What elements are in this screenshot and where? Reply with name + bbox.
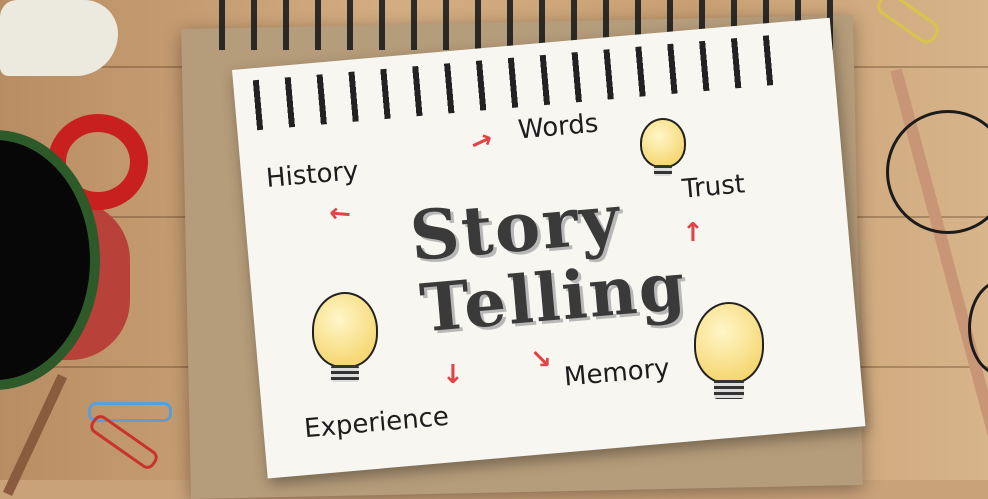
arrow-to-trust-icon: ↑ bbox=[682, 218, 704, 248]
lightbulb-icon-left bbox=[312, 292, 378, 382]
lightbulb-icon-right bbox=[694, 302, 764, 400]
arrow-to-memory-icon: ↘ bbox=[530, 345, 552, 375]
eyeglasses-lens bbox=[886, 110, 988, 234]
lightbulb-icon-small bbox=[640, 118, 686, 177]
blue-paperclip bbox=[88, 402, 172, 422]
word-trust: Trust bbox=[680, 169, 747, 205]
crumpled-paper bbox=[0, 0, 118, 76]
arrow-to-experience-icon: ↓ bbox=[442, 360, 464, 390]
